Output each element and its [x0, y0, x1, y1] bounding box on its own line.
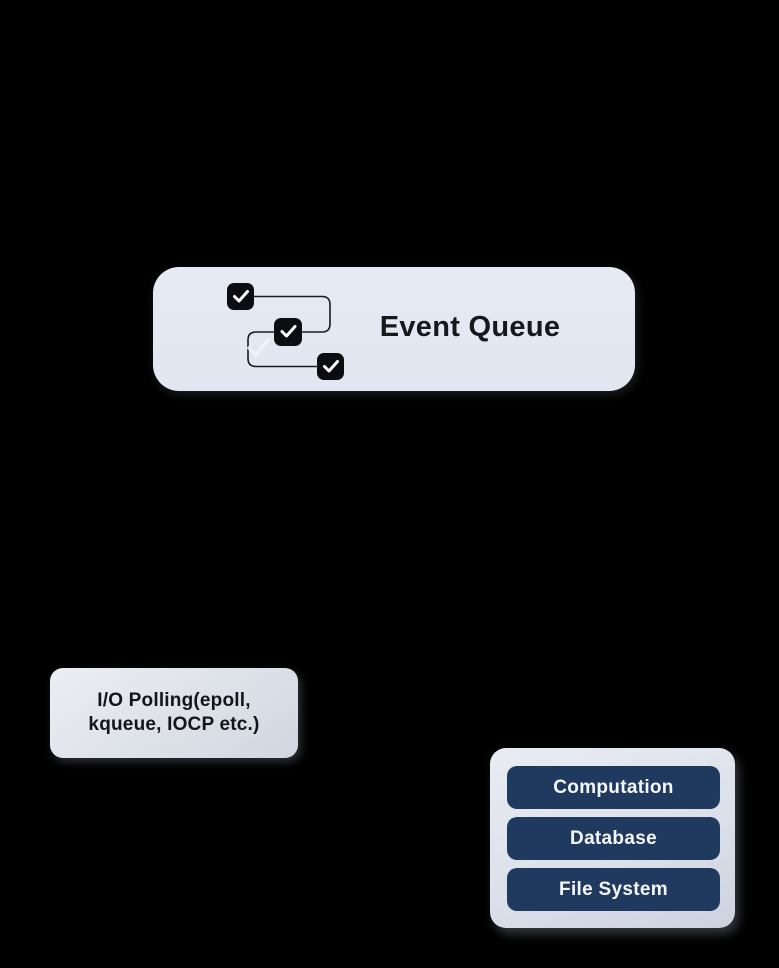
io-polling-label-line1: I/O Polling(epoll,: [97, 690, 251, 711]
blocking-item-database: Database: [507, 817, 720, 860]
blocking-item-label: Computation: [553, 776, 674, 798]
task-queue-checklist-flow-icon: [227, 283, 344, 380]
io-polling-node: I/O Polling(epoll, kqueue, IOCP etc.): [50, 668, 298, 758]
blocking-item-label: Database: [570, 827, 657, 849]
blocking-item-label: File System: [559, 878, 668, 900]
io-polling-label-line2: kqueue, IOCP etc.): [88, 714, 260, 735]
event-queue-node: Event Queue: [153, 267, 635, 391]
blocking-item-computation: Computation: [507, 766, 720, 809]
blocking-ops-panel: Computation Database File System: [490, 748, 735, 928]
blocking-item-file-system: File System: [507, 868, 720, 911]
ghost-check-icon: [247, 338, 270, 357]
event-queue-label: Event Queue: [379, 311, 561, 344]
